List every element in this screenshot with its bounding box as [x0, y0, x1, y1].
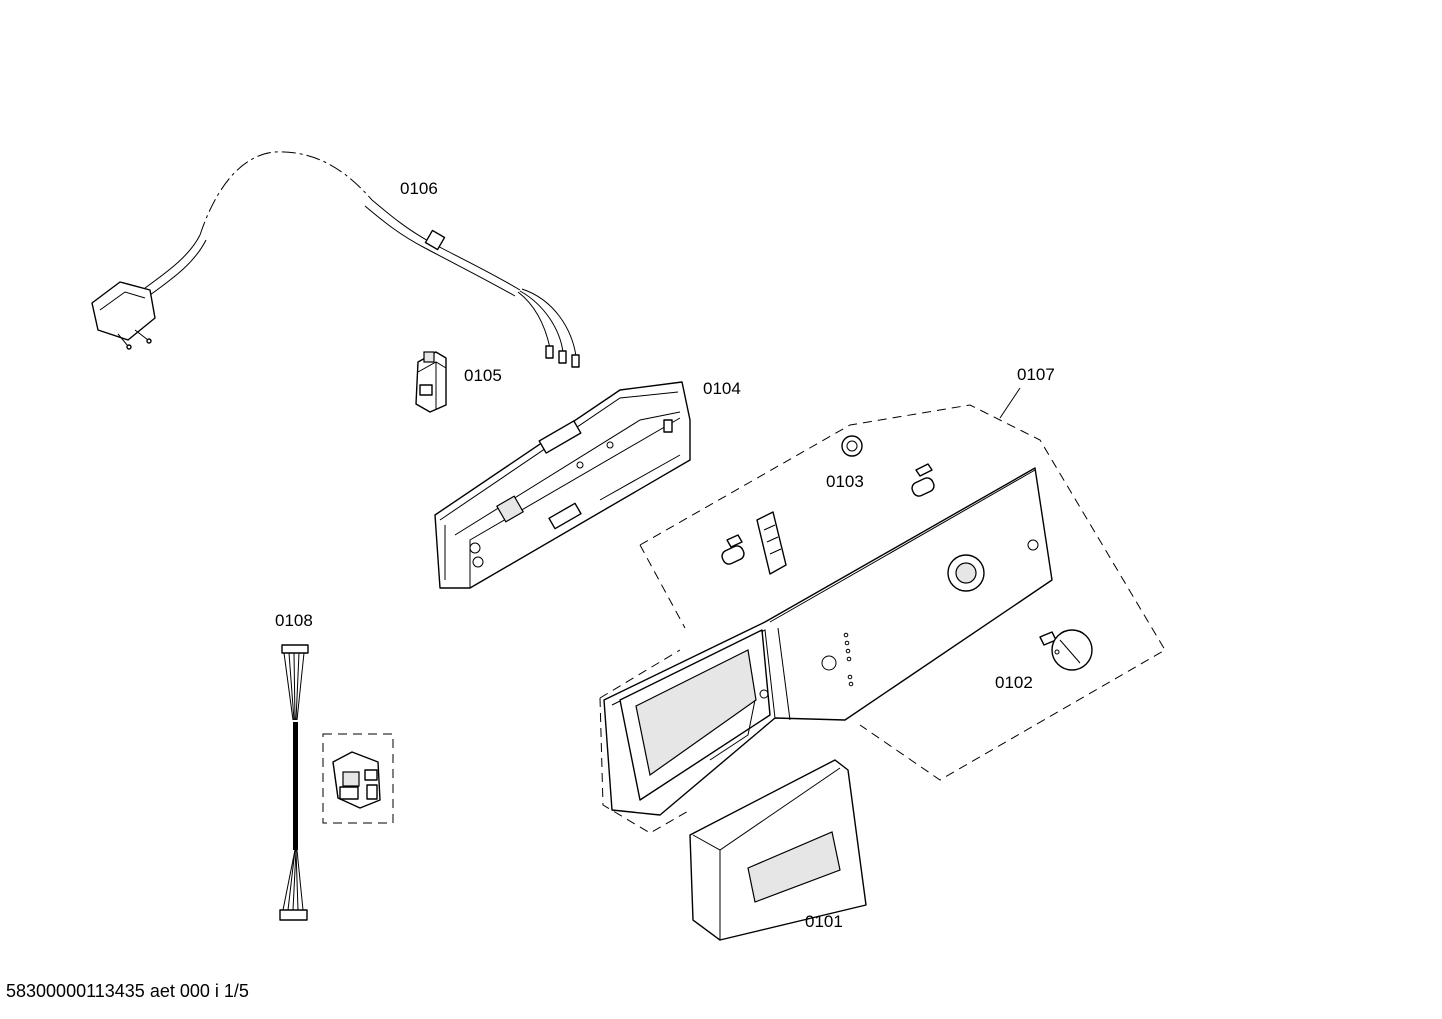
power-cord-part[interactable] — [91, 151, 580, 368]
electronics-housing-part[interactable] — [434, 381, 691, 589]
label-0104: 0104 — [703, 379, 741, 398]
connector-block-detail[interactable] — [322, 733, 394, 824]
wire-harness-part[interactable] — [279, 644, 309, 921]
assembly-outline-0107 — [599, 404, 1166, 834]
control-panel-fascia[interactable] — [603, 467, 1053, 816]
label-0105: 0105 — [464, 366, 502, 385]
label-0103: 0103 — [826, 472, 864, 491]
selector-knob-part[interactable] — [1039, 629, 1093, 671]
label-0106: 0106 — [400, 179, 438, 198]
dispenser-handle-part[interactable] — [689, 759, 867, 941]
label-0108: 0108 — [275, 611, 313, 630]
label-0101: 0101 — [805, 912, 843, 931]
label-0107: 0107 — [1017, 365, 1055, 384]
switch-part-0105[interactable] — [415, 351, 447, 413]
label-0102: 0102 — [995, 673, 1033, 692]
drawing-reference-number: 58300000113435 aet 000 i 1/5 — [6, 981, 249, 1001]
leader-0107 — [999, 387, 1021, 419]
button-parts-0103[interactable] — [720, 435, 936, 575]
